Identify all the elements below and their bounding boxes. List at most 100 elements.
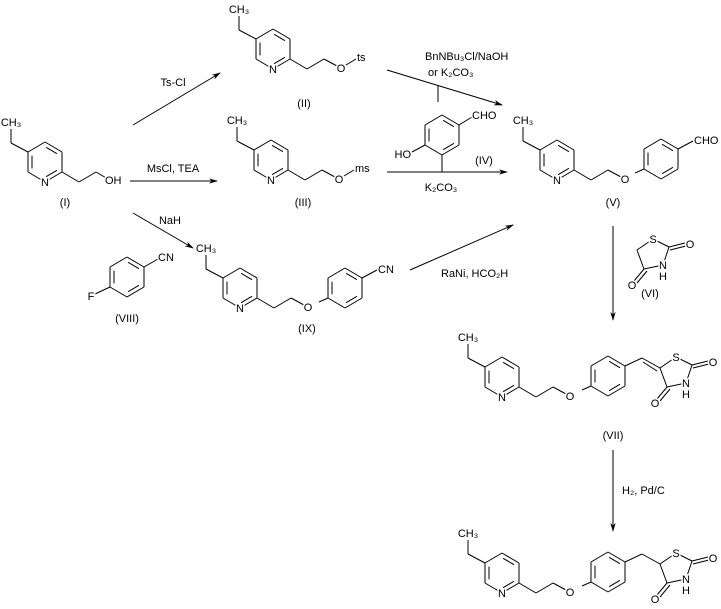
compound-i-chain-bond (61, 171, 80, 183)
cho-group-label: CHO (694, 135, 719, 147)
compound-iii-label: (III) (295, 197, 312, 209)
compound-viii-benzene-bond (109, 286, 128, 298)
compound-vii-thiazolidinedione-bond (685, 364, 693, 384)
compound-pioglitazone-ethyl-bond (467, 553, 486, 564)
nitrogen-atom-label: N (659, 260, 667, 272)
compound-iv-benzene-bond (424, 144, 443, 156)
compound-vii-label: (VII) (603, 430, 624, 442)
compound-vii-pyridine-double-bond (502, 361, 515, 370)
methyl-label: CH₃ (227, 115, 247, 127)
compound-v-pyridine-bond (539, 169, 558, 181)
compound-ix-chain-bond (256, 297, 275, 309)
compound-vii-thiazolidinedione-carbonyl (656, 386, 668, 400)
compound-v-ether-bond (634, 168, 645, 174)
compound-v-benzene-double-bond (661, 166, 674, 175)
compound-i-chain-bond (78, 171, 97, 183)
oxygen-atom-label: O (651, 594, 660, 606)
compound-v-benzene-bond (643, 168, 662, 180)
reagent-or-k2co3-label: or K₂CO₃ (428, 67, 473, 79)
compound-ii-label: (II) (297, 98, 310, 110)
compound-iii-pyridine-bond (270, 169, 289, 181)
cn-group-label: CN (158, 252, 174, 264)
compound-vii-thiazolidinedione-bond (659, 367, 668, 388)
oxygen-atom-label: O (337, 63, 346, 75)
compound-viii-benzene-bond (109, 256, 128, 268)
compound-viii-bond (143, 258, 159, 268)
compound-iii-chain-bond (304, 169, 323, 181)
compound-i-pyridine-bond (27, 171, 46, 183)
compound-v-chain-bond (607, 169, 622, 178)
compound-pioglitazone-thiazolidinedione-bond (675, 552, 693, 562)
cho-group-label: CHO (472, 110, 497, 122)
compound-i-pyridine-double-bond (45, 169, 58, 178)
methyl-label: CH₃ (229, 4, 249, 16)
compound-iii-chain-bond (321, 169, 336, 178)
compound-pioglitazone-benzene-bond (607, 581, 626, 593)
compound-ii-chain-bond (289, 58, 308, 70)
compound-pioglitazone-chain-bond (518, 582, 537, 594)
oxygen-atom-label: O (686, 239, 695, 251)
methyl-label: CH₃ (196, 243, 216, 255)
hydrogen-atom-label: H (682, 389, 690, 401)
compound-v-pyridine-bond (556, 139, 575, 151)
compound-ii-bond (345, 58, 357, 66)
compound-pioglitazone-benzene-bond (590, 551, 609, 563)
compound-pioglitazone-thiazolidinedione-carbonyl (659, 584, 671, 598)
reagent-tscl-label: Ts-Cl (160, 77, 185, 89)
nitrogen-atom-label: N (236, 303, 244, 315)
compound-vii-ether-bond (581, 385, 592, 391)
compound-vii-pyridine-bond (484, 386, 503, 398)
compound-pioglitazone-pyridine-bond (484, 582, 503, 594)
compound-ii-chain-bond (323, 58, 338, 67)
compound-iv-benzene-bond (441, 114, 460, 126)
oxygen-atom-label: O (651, 398, 660, 410)
compound-ix-benzene-bond (344, 267, 363, 279)
compound-vii-chain-bond (535, 386, 554, 398)
bonds-layer (10, 16, 710, 598)
hydroxy-label: HO (395, 149, 412, 161)
compound-iii-pyridine-double-bond (271, 144, 284, 153)
methyl-label: CH₃ (1, 117, 21, 129)
compound-v-chain-bond (573, 169, 592, 181)
ts-group-label: ts (357, 52, 366, 64)
compound-ix-ethyl-bond (205, 268, 224, 279)
compound-viii-bond (94, 286, 111, 295)
compound-ix-pyridine-double-bond (240, 272, 253, 281)
reagent-rani-label: RaNi, HCO₂H (441, 268, 508, 280)
compound-vi-carbonyl (669, 245, 687, 251)
nitrogen-atom-label: N (498, 588, 506, 600)
sulfur-atom-label: S (672, 352, 679, 364)
compound-ii-pyridine-bond (255, 58, 274, 70)
methyl-label: CH₃ (458, 332, 478, 344)
compound-ii-pyridine-bond (272, 28, 291, 40)
compound-pioglitazone-pyridine-double-bond (502, 557, 515, 566)
compound-iv-benzene-bond (424, 114, 443, 126)
oxygen-atom-label: O (628, 280, 637, 292)
compound-i-chain-bond (95, 171, 109, 180)
compound-vii-thiazolidinedione-carbonyl (691, 360, 709, 366)
oxygen-atom-label: O (709, 357, 718, 369)
compound-v-benzene-bond (660, 138, 679, 150)
compound-ix-ether-bond (318, 297, 329, 303)
compound-ix-chain-bond (290, 297, 305, 306)
compound-ix-benzene-bond (327, 297, 346, 309)
oxygen-atom-label: O (621, 174, 630, 186)
compound-vii-pyridine-bond (484, 356, 503, 368)
reagent-h2-label: H₂, Pd/C (622, 485, 665, 497)
compound-pioglitazone-ether-bond (581, 581, 592, 587)
compound-v-benzene-double-bond (661, 143, 674, 152)
hydrogen-atom-label: H (659, 271, 667, 283)
compound-ix-benzene-bond (327, 267, 346, 279)
compound-vii-benzene-double-bond (608, 360, 621, 369)
compound-ix-pyridine-bond (222, 267, 241, 279)
compound-pioglitazone-bond (624, 553, 643, 563)
arrow-tscl (132, 72, 221, 126)
compound-vi-bond (636, 238, 654, 251)
compound-ii-pyridine-double-bond (273, 56, 286, 65)
oxygen-atom-label: O (566, 587, 575, 599)
compound-ix-pyridine-bond (222, 297, 241, 309)
oxygen-atom-label: O (335, 174, 344, 186)
methyl-label: CH₃ (513, 115, 533, 127)
compound-ix-pyridine-double-bond (240, 295, 253, 304)
